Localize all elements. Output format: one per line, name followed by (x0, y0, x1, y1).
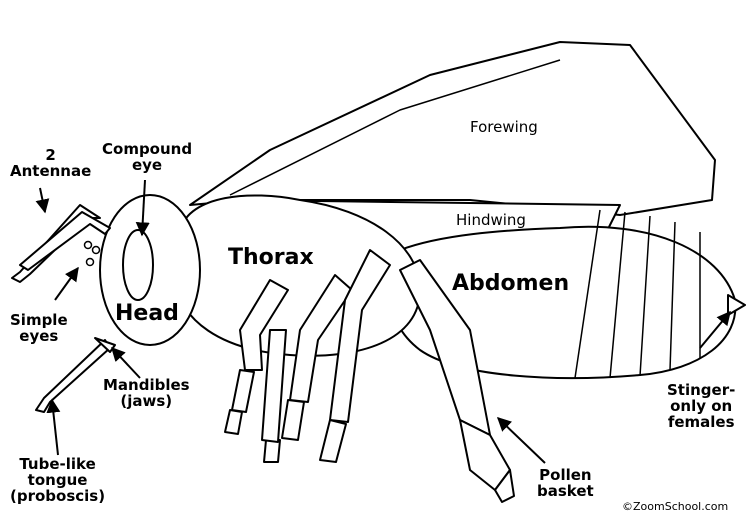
simple-eye-2 (93, 247, 100, 254)
label-stinger: Stinger- only on females (667, 383, 735, 430)
arrow-pollen-basket (498, 418, 545, 463)
label-forewing: Forewing (470, 120, 538, 136)
label-antennae: 2 Antennae (10, 148, 91, 180)
label-simple-eyes: Simple eyes (10, 313, 68, 345)
forewing-shape (190, 42, 715, 215)
label-mandibles: Mandibles (jaws) (103, 378, 190, 410)
proboscis-shape (36, 340, 110, 412)
credit-text: ©ZoomSchool.com (622, 501, 728, 513)
simple-eye-3 (87, 259, 94, 266)
label-hindwing: Hindwing (456, 213, 526, 229)
arrow-simple-eyes (55, 268, 78, 300)
label-abdomen: Abdomen (452, 272, 569, 295)
label-pollen-basket: Pollen basket (537, 468, 594, 500)
arrow-antennae (40, 188, 45, 212)
label-compound-eye: Compound eye (102, 142, 192, 174)
label-head: Head (115, 302, 179, 325)
label-tongue: Tube-like tongue (proboscis) (10, 457, 105, 504)
simple-eye-1 (85, 242, 92, 249)
arrow-mandibles (112, 348, 140, 378)
stinger-shape (728, 295, 745, 315)
compound-eye-shape (123, 230, 153, 300)
arrow-tongue (52, 400, 58, 455)
label-thorax: Thorax (228, 246, 314, 269)
